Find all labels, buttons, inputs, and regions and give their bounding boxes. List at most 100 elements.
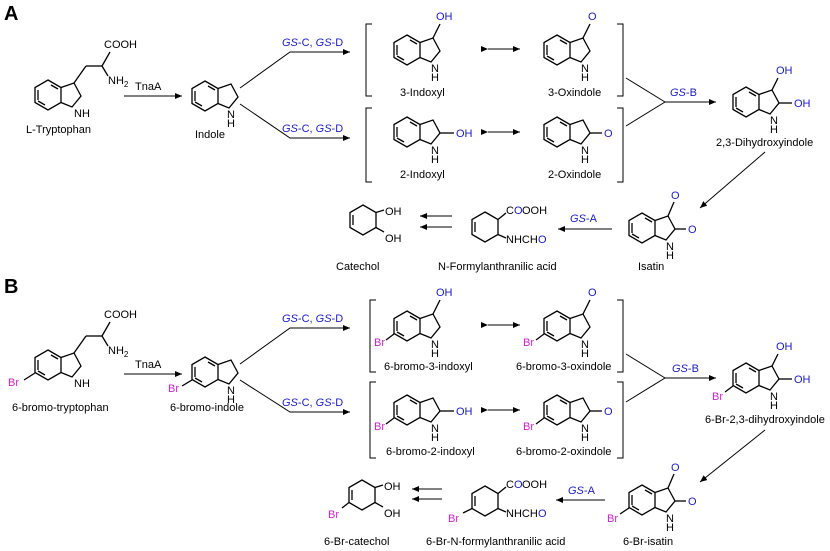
svg-text:N: N xyxy=(431,339,439,351)
panel-label-b: B xyxy=(4,276,18,298)
dihydroxyindole-name: 2,3-Dihydroxyindole xyxy=(716,137,813,149)
svg-text:C: C xyxy=(506,479,514,491)
svg-text:N: N xyxy=(666,513,674,525)
indole-name: Indole xyxy=(195,129,225,141)
svg-text:O: O xyxy=(604,128,613,140)
svg-text:H: H xyxy=(227,394,235,406)
svg-text:Br: Br xyxy=(168,383,179,395)
gs-b-label-b: GS-B xyxy=(672,363,699,375)
svg-text:H: H xyxy=(227,118,235,130)
gs-b-label-a: GS-B xyxy=(670,87,697,99)
tnaa-label-b: TnaA xyxy=(135,359,162,371)
svg-text:N: N xyxy=(581,63,589,75)
svg-text:OH: OH xyxy=(776,341,793,353)
br-2-oxindole-structure: O N H Br xyxy=(523,394,613,444)
svg-text:H: H xyxy=(666,250,674,262)
br-3-oxindole-name: 6-bromo-3-oxindole xyxy=(516,361,611,373)
2-oxindole-name: 2-Oxindole xyxy=(548,169,601,181)
svg-text:NHCH: NHCH xyxy=(506,508,538,520)
svg-text:OH: OH xyxy=(384,508,401,520)
svg-text:NH: NH xyxy=(74,378,90,390)
tryptophan-structure: COOH NH2 NH xyxy=(34,39,137,120)
3-indoxyl-name: 3-Indoxyl xyxy=(400,87,445,99)
svg-text:O: O xyxy=(688,496,697,508)
br-catechol-structure: OH OH Br xyxy=(328,479,401,521)
isatin-name: Isatin xyxy=(638,261,664,273)
br-nformyl-name: 6-Br-N-formylanthranilic acid xyxy=(426,536,565,548)
br-isatin-name: 6-Br-isatin xyxy=(623,536,673,548)
svg-text:OH: OH xyxy=(456,406,473,418)
svg-text:O: O xyxy=(538,234,547,246)
svg-text:NH2: NH2 xyxy=(108,345,129,359)
2-oxindole-structure: O N H xyxy=(543,116,613,166)
svg-text:OH: OH xyxy=(436,287,453,299)
svg-text:O: O xyxy=(514,479,523,491)
3-indoxyl-structure: OH N H xyxy=(393,11,453,84)
svg-text:H: H xyxy=(431,432,439,444)
svg-text:COOH: COOH xyxy=(104,309,137,321)
br-catechol-name: 6-Br-catechol xyxy=(324,536,389,548)
svg-text:N: N xyxy=(581,145,589,157)
svg-text:OH: OH xyxy=(385,206,402,218)
svg-text:N: N xyxy=(431,63,439,75)
svg-text:Br: Br xyxy=(523,337,534,349)
svg-text:N: N xyxy=(770,115,778,127)
nh-label: NH xyxy=(74,108,90,120)
nformyl-structure: C O OOH NHCH O xyxy=(471,205,547,246)
br-trp-name: 6-bromo-tryptophan xyxy=(12,402,109,414)
svg-text:N: N xyxy=(666,241,674,253)
svg-text:OH: OH xyxy=(794,374,811,386)
svg-text:Br: Br xyxy=(607,513,618,525)
br-2-oxindole-name: 6-bromo-2-oxindole xyxy=(516,446,611,458)
svg-text:C: C xyxy=(506,205,514,217)
svg-text:OH: OH xyxy=(436,11,453,23)
svg-text:N: N xyxy=(227,109,235,121)
svg-text:H: H xyxy=(770,124,778,136)
svg-text:O: O xyxy=(671,462,680,474)
svg-text:O: O xyxy=(588,287,597,299)
br-tryptophan-structure: COOH NH2 NH Br xyxy=(8,309,137,390)
svg-text:GS-C, GS-D: GS-C, GS-D xyxy=(282,397,343,409)
gs-a-label-a: GS-A xyxy=(570,213,598,225)
gs-cd-lower-arrow xyxy=(239,103,350,141)
svg-text:OOH: OOH xyxy=(522,479,547,491)
cooh-label: COOH xyxy=(104,39,137,51)
svg-text:OH: OH xyxy=(384,481,401,493)
3-oxindole-structure: O N H xyxy=(543,11,597,84)
svg-text:N: N xyxy=(431,423,439,435)
svg-text:O: O xyxy=(588,11,597,23)
svg-text:O: O xyxy=(514,205,523,217)
br-2-indoxyl-structure: OH N H Br xyxy=(374,394,473,444)
svg-text:GS-C, GS-D: GS-C, GS-D xyxy=(282,313,343,325)
nh2-label: NH2 xyxy=(108,75,129,89)
svg-text:Br: Br xyxy=(8,377,19,389)
trp-name: L-Tryptophan xyxy=(26,124,91,136)
nformyl-name: N-Formylanthranilic acid xyxy=(438,261,557,273)
br-dihydroxyindole-name: 6-Br-2,3-dihydroxyindole xyxy=(705,414,825,426)
3-oxindole-name: 3-Oxindole xyxy=(548,87,601,99)
isatin-structure: O O N H xyxy=(628,190,697,262)
indole-structure: N H xyxy=(191,80,239,130)
br-isatin-structure: O O N H Br xyxy=(607,462,697,534)
gs-cd-upper-arrow xyxy=(239,49,350,89)
svg-text:Br: Br xyxy=(448,513,459,525)
br-indole-name: 6-bromo-indole xyxy=(170,402,244,414)
catechol-structure: OH OH xyxy=(349,204,402,245)
svg-text:H: H xyxy=(431,154,439,166)
br-3-indoxyl-structure: OH N H Br xyxy=(374,287,453,360)
svg-text:Br: Br xyxy=(712,391,723,403)
catechol-name: Catechol xyxy=(336,261,379,273)
svg-text:O: O xyxy=(604,406,613,418)
svg-text:H: H xyxy=(770,400,778,412)
svg-text:H: H xyxy=(431,348,439,360)
svg-text:Br: Br xyxy=(328,509,339,521)
svg-text:H: H xyxy=(666,522,674,534)
svg-text:N: N xyxy=(581,423,589,435)
svg-text:N: N xyxy=(431,145,439,157)
svg-text:O: O xyxy=(538,508,547,520)
br-indole-structure: N H Br xyxy=(168,356,239,406)
svg-text:H: H xyxy=(581,72,589,84)
tnaa-label: TnaA xyxy=(135,81,162,93)
